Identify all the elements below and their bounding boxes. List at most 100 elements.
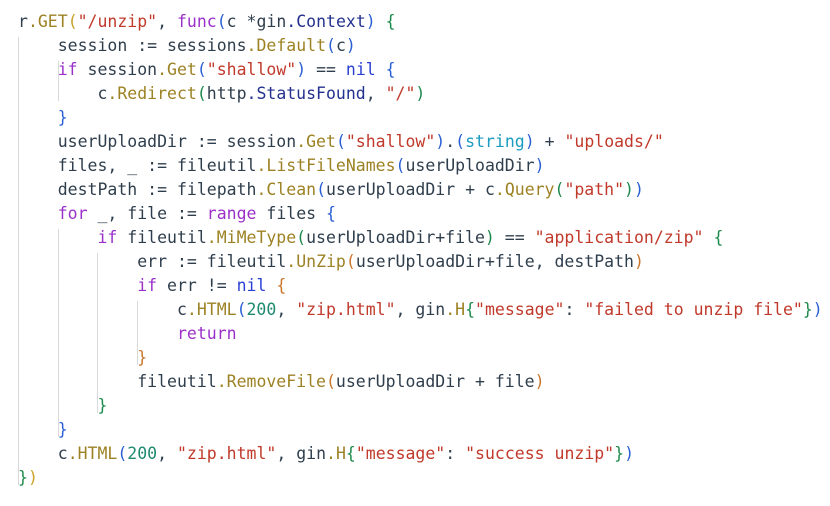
code-line[interactable]: destPath := filepath.Clean(userUploadDir… [18, 178, 830, 202]
code-token: fileutil [206, 252, 287, 271]
code-line[interactable]: if session.Get("shallow") == nil { [18, 58, 830, 82]
code-token: := [196, 132, 227, 151]
code-token: ( [326, 36, 336, 55]
code-token: ( [554, 180, 565, 199]
code-token: ) [534, 156, 545, 175]
code-token: c [176, 300, 187, 319]
code-token: ) [633, 252, 644, 271]
code-line[interactable]: r.GET("/unzip", func(c *gin.Context) { [18, 10, 830, 34]
code-token: , [276, 444, 297, 463]
code-line[interactable]: for _, file := range files { [18, 202, 830, 226]
code-token: .Default [246, 36, 327, 55]
code-line[interactable]: if err != nil { [18, 274, 830, 298]
code-token: := [147, 180, 177, 199]
code-token: userUploadDir + [326, 180, 485, 199]
code-token: ( [325, 372, 336, 391]
line-indent [18, 108, 58, 127]
code-token: * [246, 12, 257, 31]
code-token: .ListFileNames [256, 156, 396, 175]
code-token: c [97, 84, 108, 103]
code-token: := [147, 156, 177, 175]
code-token: ( [196, 84, 207, 103]
code-line[interactable]: } [18, 394, 830, 418]
code-token: _, file [87, 204, 177, 223]
code-token: .Query [494, 180, 555, 199]
code-token: "path" [564, 180, 625, 199]
code-token [704, 228, 714, 247]
code-line[interactable]: } [18, 418, 830, 442]
code-token: 200 [246, 300, 277, 319]
code-token: ( [216, 12, 227, 31]
code-token: userUploadDir+file, destPath [355, 252, 634, 271]
line-indent [18, 276, 137, 295]
code-token: if [137, 276, 158, 295]
code-token: .Get [296, 132, 336, 151]
code-line[interactable]: c.Redirect(http.StatusFound, "/") [18, 82, 830, 106]
code-token: := [137, 36, 168, 55]
code-line[interactable]: c.HTML(200, "zip.html", gin.H{"message":… [18, 442, 830, 466]
code-line[interactable]: return [18, 322, 830, 346]
code-token: "shallow" [345, 132, 436, 151]
code-line[interactable]: err := fileutil.UnZip(userUploadDir+file… [18, 250, 830, 274]
code-token: session [77, 60, 158, 79]
code-token: { [713, 228, 724, 247]
code-token: userUploadDir+file [306, 228, 485, 247]
line-indent [18, 132, 58, 151]
code-token: "/" [385, 84, 416, 103]
code-line[interactable]: session := sessions.Default(c) [18, 34, 830, 58]
code-line[interactable]: c.HTML(200, "zip.html", gin.H{"message":… [18, 298, 830, 322]
code-token: ( [335, 132, 346, 151]
line-indent [18, 372, 137, 391]
code-token: ) [27, 468, 38, 487]
code-token: nil [345, 60, 376, 79]
code-token: userUploadDir [405, 156, 535, 175]
code-token: . [445, 132, 456, 151]
code-token: } [57, 420, 68, 439]
code-line[interactable]: fileutil.RemoveFile(userUploadDir + file… [18, 370, 830, 394]
code-token: == [494, 228, 535, 247]
code-token: ) [345, 36, 356, 55]
code-token: } [614, 444, 625, 463]
line-indent [18, 60, 58, 79]
code-line[interactable]: files, _ := fileutil.ListFileNames(userU… [18, 154, 830, 178]
code-line-list: r.GET("/unzip", func(c *gin.Context) { s… [18, 10, 830, 506]
code-token: http [206, 84, 247, 103]
code-token: == [306, 60, 346, 79]
code-token: "zip.html" [176, 444, 277, 463]
code-token: ( [296, 228, 307, 247]
code-token: range [206, 204, 257, 223]
code-line[interactable]: }) [18, 466, 830, 490]
code-token: { [385, 60, 396, 79]
code-token: c [335, 36, 346, 55]
code-token: ( [316, 180, 326, 199]
code-token: .MiMeType [206, 228, 297, 247]
code-token [266, 276, 276, 295]
code-token: "zip.html" [296, 300, 396, 319]
code-token: .Context [286, 12, 366, 31]
code-token: , [157, 12, 177, 31]
code-line[interactable]: userUploadDir := session.Get("shallow").… [18, 130, 830, 154]
code-token: ) [633, 180, 644, 199]
code-token: } [802, 300, 813, 319]
code-token: .Redirect [107, 84, 197, 103]
code-token: gin [415, 300, 446, 319]
code-token: := [176, 252, 207, 271]
code-token: "message" [355, 444, 446, 463]
code-token: ( [196, 60, 207, 79]
code-token: if [57, 60, 78, 79]
code-token: userUploadDir [57, 132, 197, 151]
code-token: for [57, 204, 88, 223]
code-token: gin [256, 12, 287, 31]
code-line[interactable]: if fileutil.MiMeType(userUploadDir+file)… [18, 226, 830, 250]
code-token: "application/zip" [534, 228, 704, 247]
code-line[interactable]: } [18, 106, 830, 130]
code-token: ( [236, 300, 247, 319]
code-token: .UnZip [286, 252, 346, 271]
code-token: c [226, 12, 247, 31]
code-line[interactable]: } [18, 346, 830, 370]
code-token: { [276, 276, 287, 295]
code-token: 200 [127, 444, 158, 463]
code-token: ) [524, 132, 535, 151]
line-indent [18, 444, 58, 463]
